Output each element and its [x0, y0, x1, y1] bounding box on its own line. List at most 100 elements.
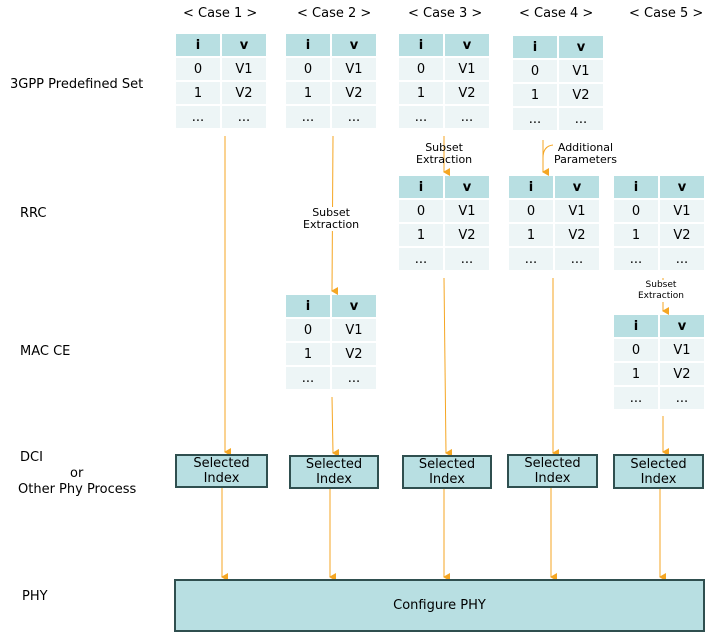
cell-i: ...	[399, 248, 443, 270]
header-v: v	[445, 176, 489, 198]
header-v: v	[555, 176, 599, 198]
note-line: Subset	[425, 141, 463, 154]
cell-v: V2	[559, 84, 603, 106]
cell-i: ...	[509, 248, 553, 270]
label-other-phy-process: Other Phy Process	[18, 482, 137, 497]
cell-v: ...	[559, 108, 603, 130]
cell-i: 0	[399, 58, 443, 80]
cell-v: V2	[445, 224, 489, 246]
arrow-case3-to-selected	[443, 277, 453, 457]
cell-i: 0	[176, 58, 220, 80]
cell-v: ...	[332, 106, 376, 128]
cell-v: V1	[445, 200, 489, 222]
cell-v: ...	[555, 248, 599, 270]
note-case2-subset-extraction: Subset Extraction	[303, 206, 360, 231]
case-1-selected-index: Selected Index	[175, 454, 268, 488]
note-case5-subset-extraction: Subset Extraction	[638, 280, 684, 302]
cell-v: V1	[660, 339, 704, 361]
table-row: ......	[513, 108, 603, 130]
cell-i: ...	[399, 106, 443, 128]
header-i: i	[286, 34, 330, 56]
table-row: ......	[399, 248, 489, 270]
cell-v: ...	[445, 248, 489, 270]
label-rrc: RRC	[20, 206, 47, 221]
arrow-case2-to-selected	[331, 396, 340, 457]
cell-v: V1	[660, 200, 704, 222]
case-3-title: < Case 3 >	[408, 6, 483, 21]
cell-i: 1	[176, 82, 220, 104]
table-row: ......	[614, 387, 704, 409]
label-phy: PHY	[22, 589, 48, 604]
note-line: Extraction	[638, 291, 684, 301]
cell-v: V1	[445, 58, 489, 80]
label-dci: DCI	[20, 450, 43, 465]
header-i: i	[176, 34, 220, 56]
note-case3-subset-extraction: Subset Extraction	[416, 142, 472, 166]
header-v: v	[445, 34, 489, 56]
case-5-title: < Case 5 >	[629, 6, 704, 21]
header-i: i	[614, 176, 658, 198]
note-line: Extraction	[303, 218, 360, 231]
note-case4-additional-parameters: Additional Parameters	[554, 142, 617, 166]
configure-phy-box: Configure PHY	[174, 579, 705, 632]
index-label: Index	[203, 471, 240, 486]
case-4-selected-index: Selected Index	[507, 454, 598, 488]
index-label: Index	[640, 471, 677, 487]
table-row: ......	[176, 106, 266, 128]
cell-v: V2	[555, 224, 599, 246]
case-2-title: < Case 2 >	[297, 6, 372, 21]
note-line: Additional	[557, 141, 614, 154]
selected-label: Selected	[630, 456, 687, 472]
cell-i: 1	[509, 224, 553, 246]
header-i: i	[286, 295, 330, 317]
cell-v: V2	[445, 82, 489, 104]
cell-v: ...	[660, 387, 704, 409]
table-row: ......	[286, 106, 376, 128]
header-i: i	[509, 176, 553, 198]
selected-label: Selected	[193, 456, 250, 471]
table-row: ......	[286, 367, 376, 389]
label-mac-ce: MAC CE	[20, 344, 71, 359]
cell-i: 1	[399, 82, 443, 104]
note-line: Subset	[645, 280, 677, 290]
cell-i: 1	[614, 363, 658, 385]
cell-v: V2	[660, 224, 704, 246]
selected-label: Selected	[418, 457, 476, 472]
arrow-additional-parameters	[542, 144, 554, 159]
cell-i: 1	[513, 84, 557, 106]
cell-i: 1	[614, 224, 658, 246]
cell-i: 1	[286, 82, 330, 104]
cell-i: ...	[286, 106, 330, 128]
table-row: ......	[614, 248, 704, 270]
label-predefined-set: 3GPP Predefined Set	[10, 77, 144, 92]
header-i: i	[399, 34, 443, 56]
cell-i: ...	[614, 248, 658, 270]
case-2-selected-index: Selected Index	[289, 455, 379, 489]
cell-i: 0	[399, 200, 443, 222]
cell-i: 1	[399, 224, 443, 246]
header-i: i	[513, 36, 557, 58]
case-3-selected-index: Selected Index	[402, 455, 492, 489]
cell-i: ...	[176, 106, 220, 128]
cell-i: 1	[286, 343, 330, 365]
note-line: Subset	[312, 206, 350, 219]
cell-v: V1	[332, 58, 376, 80]
